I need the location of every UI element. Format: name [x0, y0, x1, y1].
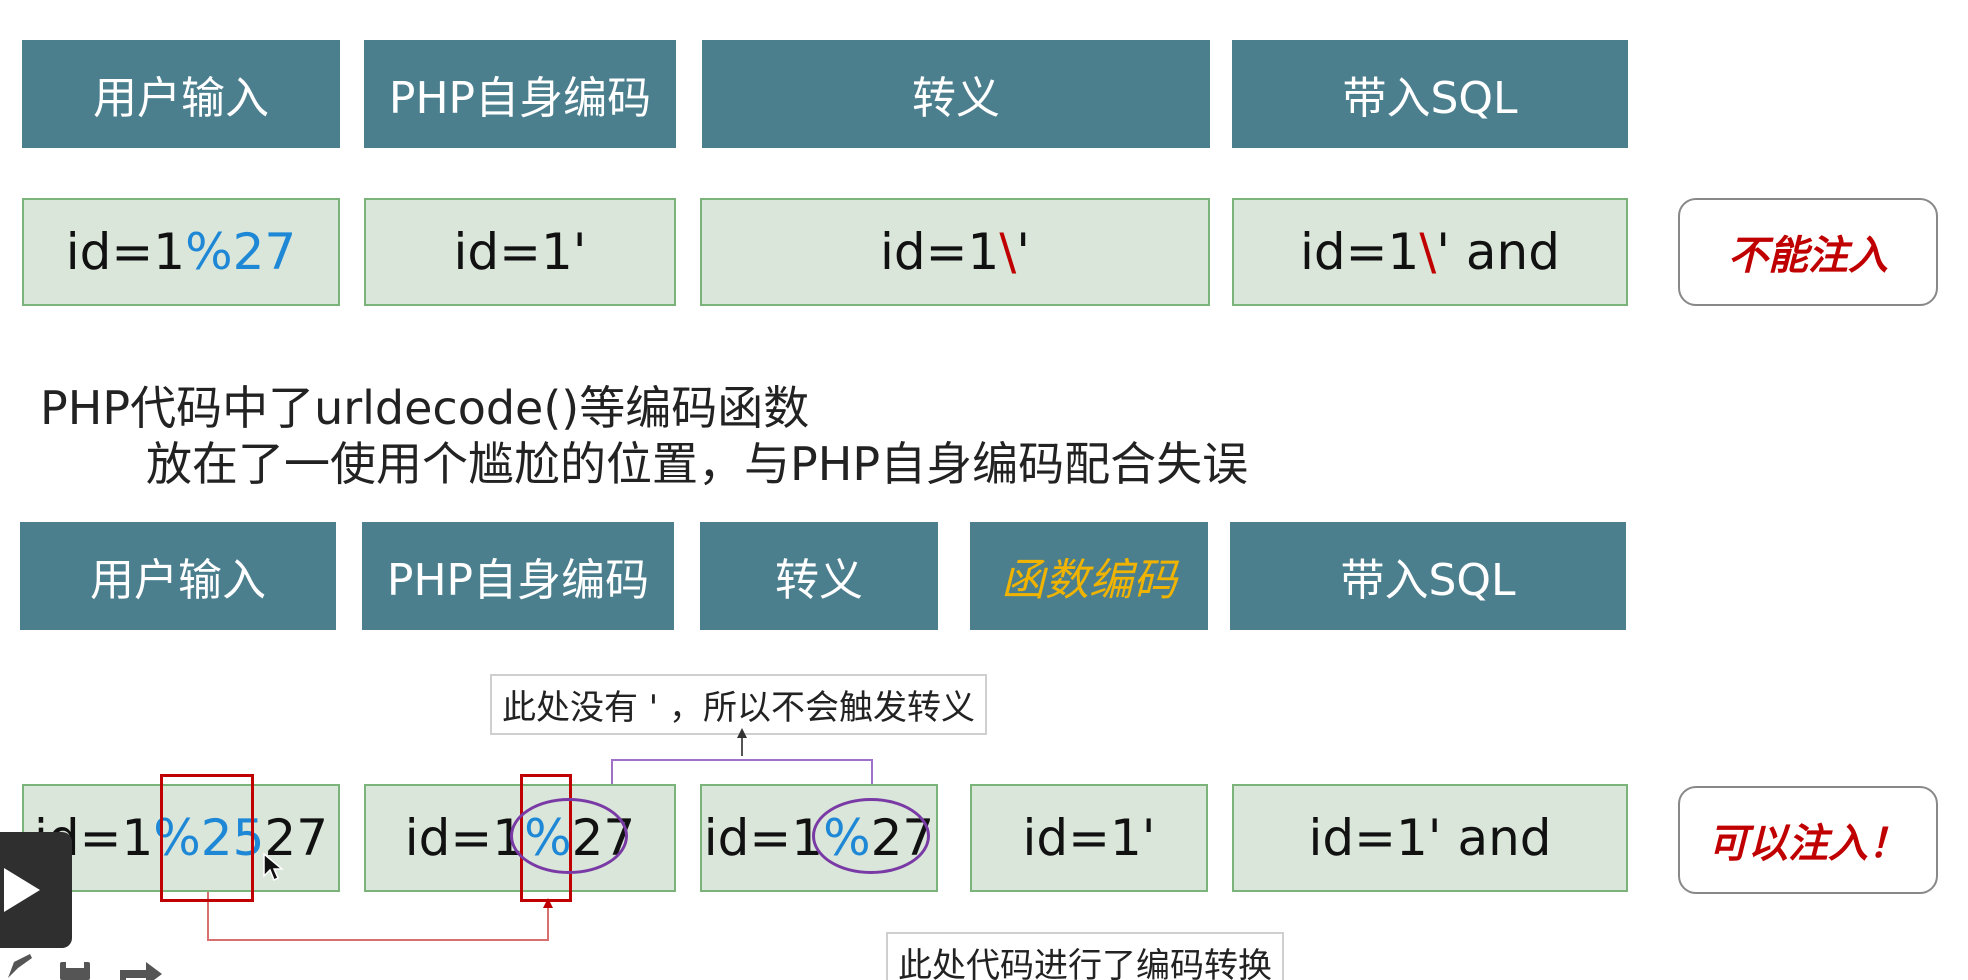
row1-value-1-pre: id=1': [453, 223, 587, 281]
row1-value-3-pre: id=1: [1300, 223, 1420, 281]
row2-value-function-encoding: id=1': [970, 784, 1208, 892]
row2-header-user-input: 用户输入: [20, 522, 336, 630]
row1-value-escape: id=1\': [700, 198, 1210, 306]
row1-value-3-red: \: [1419, 223, 1437, 281]
player-play-button[interactable]: [0, 832, 72, 948]
pencil-icon[interactable]: [8, 954, 32, 978]
row2-result-label: 可以注入！: [1708, 821, 1908, 867]
row1-header-escape-label: 转义: [912, 73, 1000, 124]
row2-value-4-pre: id=1' and: [1308, 809, 1552, 867]
row2-header-into-sql: 带入SQL: [1230, 522, 1626, 630]
highlight-ellipse-escape: [812, 798, 930, 874]
row1-value-0-blue: %27: [185, 223, 297, 281]
row2-value-0-post: 27: [264, 809, 329, 867]
row1-value-2-pre: id=1: [880, 223, 1000, 281]
row2-result-badge: 可以注入！: [1678, 786, 1938, 894]
row1-header-user-input: 用户输入: [22, 40, 340, 148]
row2-header-user-input-label: 用户输入: [90, 555, 266, 606]
row1-header-php-encoding: PHP自身编码: [364, 40, 676, 148]
row2-header-php-encoding: PHP自身编码: [362, 522, 674, 630]
row1-value-2-red: \: [999, 223, 1017, 281]
row1-header-php-encoding-label: PHP自身编码: [388, 73, 652, 124]
row2-header-into-sql-label: 带入SQL: [1340, 555, 1516, 606]
row1-value-php-encoding: id=1': [364, 198, 676, 306]
row1-result-label: 不能注入: [1728, 233, 1888, 279]
row1-value-into-sql: id=1\' and: [1232, 198, 1628, 306]
red-connector: [207, 890, 549, 941]
save-icon[interactable]: [60, 962, 90, 980]
share-icon[interactable]: [120, 962, 162, 980]
row1-value-3-post: ' and: [1436, 223, 1560, 281]
row2-value-into-sql: id=1' and: [1232, 784, 1628, 892]
row2-value-3-pre: id=1': [1022, 809, 1156, 867]
row2-header-php-encoding-label: PHP自身编码: [386, 555, 650, 606]
row2-header-escape-label: 转义: [775, 555, 863, 606]
row1-header-user-input-label: 用户输入: [93, 73, 269, 124]
purple-connector: [611, 759, 873, 800]
callout-encoding-conversion: 此处代码进行了编码转换: [886, 932, 1284, 980]
highlight-ellipse-php: [510, 798, 628, 874]
row1-result-badge: 不能注入: [1678, 198, 1938, 306]
play-icon: [4, 868, 40, 912]
red-arrowhead: [543, 898, 553, 908]
highlight-box-percent25: [160, 774, 254, 902]
row1-header-escape: 转义: [702, 40, 1210, 148]
row2-header-escape: 转义: [700, 522, 938, 630]
row2-header-function-encoding: 函数编码: [970, 522, 1208, 630]
row1-header-into-sql-label: 带入SQL: [1342, 73, 1518, 124]
row1-value-2-post: ': [1016, 223, 1030, 281]
callout-no-quote-no-escape: 此处没有 ' ，所以不会触发转义: [490, 674, 987, 735]
mouse-cursor-icon: [263, 852, 284, 882]
row2-value-0-blue: %25: [153, 809, 265, 867]
row1-value-user-input: id=1%27: [22, 198, 340, 306]
player-tool-icons: [8, 954, 162, 980]
row1-header-into-sql: 带入SQL: [1232, 40, 1628, 148]
row2-value-1-pre: id=1: [404, 809, 525, 867]
note-line-2: 放在了一使用个尴尬的位置，与PHP自身编码配合失误: [146, 437, 1249, 491]
callout-up-arrowhead: [737, 728, 747, 738]
row2-header-function-encoding-label: 函数编码: [1001, 555, 1177, 606]
row1-value-0-pre: id=1: [65, 223, 186, 281]
row2-value-2-pre: id=1: [703, 809, 824, 867]
row2-value-escape: id=1%27: [700, 784, 938, 892]
note-line-1: PHP代码中了urldecode()等编码函数: [40, 381, 810, 435]
